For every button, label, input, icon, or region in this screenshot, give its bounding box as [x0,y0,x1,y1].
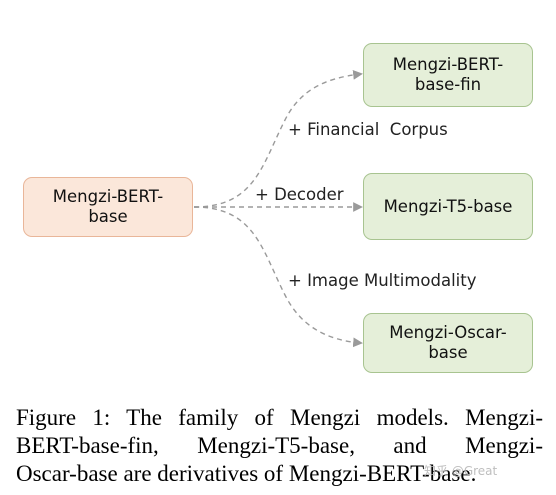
edge-label-image-multimodality: + Image Multimodality [288,271,477,290]
node-mengzi-bert-base-label: Mengzi-BERT- base [52,187,164,226]
node-mengzi-bert-base-fin-label: Mengzi-BERT- base-fin [392,55,504,94]
figure-caption: Figure 1: The family of Mengzi models. M… [16,404,543,488]
edge-label-decoder: + Decoder [255,185,344,204]
edge-to-fin [193,69,363,208]
caption-line-2: BERT-base-fin, Mengzi-T5-base, and Mengz… [16,433,543,458]
node-mengzi-bert-base-fin: Mengzi-BERT- base-fin [363,43,533,107]
edge-to-oscar [193,206,363,348]
node-mengzi-t5-base: Mengzi-T5-base [363,173,533,240]
node-mengzi-bert-base: Mengzi-BERT- base [23,177,193,237]
node-mengzi-t5-base-label: Mengzi-T5-base [383,196,513,216]
node-mengzi-oscar-base: Mengzi-Oscar- base [363,313,533,373]
node-mengzi-oscar-base-label: Mengzi-Oscar- base [389,323,507,362]
edge-label-financial-corpus: + Financial Corpus [288,120,448,139]
caption-line-3: Oscar-base are derivatives of Mengzi-BER… [16,461,477,486]
watermark: 知乎 @Great [424,464,498,478]
caption-line-1: Figure 1: The family of Mengzi models. M… [16,405,543,430]
